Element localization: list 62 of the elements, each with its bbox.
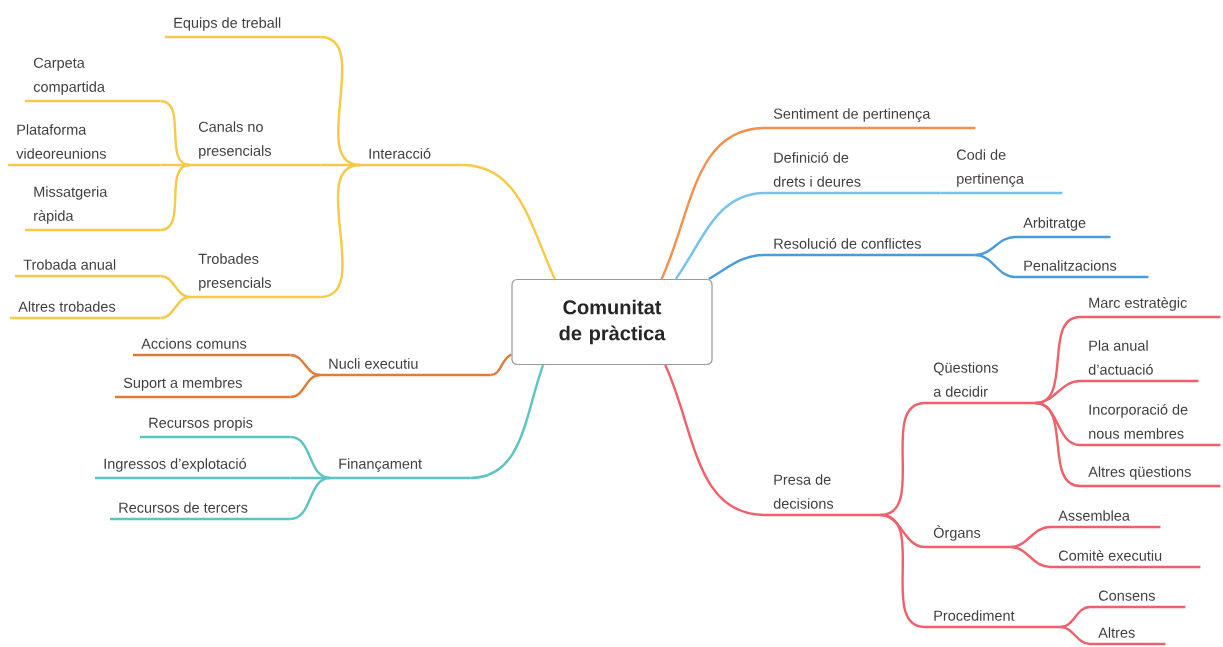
branch-label: Altres trobades: [10, 301, 161, 320]
branch-label: Qüestions a decidir: [925, 362, 1036, 405]
branch-label: Pla anual d’actuació: [1080, 340, 1199, 383]
branch-label: Arbitratge: [1015, 217, 1111, 239]
branch-label: Canals no presencials: [190, 121, 321, 167]
branch-label: Carpeta compartida: [25, 57, 161, 103]
branch-label: Definició de drets i deures: [765, 151, 941, 195]
branch-line: [1010, 525, 1051, 549]
branch-label: Procediment: [925, 610, 1061, 629]
branch-label: Equips de treball: [165, 17, 321, 39]
branch-label: Incorporació de nous membres: [1080, 403, 1221, 447]
branch-label: Sentiment de pertinença: [765, 108, 976, 130]
branch-line: [880, 513, 926, 629]
branch-line: [1060, 625, 1091, 646]
branch-label: Recursos propis: [140, 417, 291, 439]
central-topic-box: Comunitat de pràctica: [511, 278, 713, 366]
branch-line: [160, 163, 191, 232]
branch-line: [664, 364, 766, 517]
branch-label: Ingressos d’explotació: [95, 458, 291, 480]
branch-label: Codi de pertinença: [948, 149, 1063, 195]
branch-label: Altres: [1090, 627, 1166, 646]
branch-line: [1035, 401, 1081, 488]
branch-label: Òrgans: [925, 525, 1011, 549]
branch-label: Comitè executiu: [1050, 549, 1201, 569]
branch-label: Finançament: [330, 458, 471, 480]
branch-label: Accions comuns: [133, 338, 291, 357]
branch-line: [470, 364, 545, 480]
branch-label: Resolució de conflictes: [765, 237, 976, 257]
branch-line: [290, 435, 331, 480]
branch-label: Trobades presencials: [190, 253, 321, 299]
branch-label: Plataforma videoreunions: [8, 124, 161, 167]
branch-line: [1035, 379, 1081, 405]
branch-line: [290, 476, 331, 521]
branch-line: [940, 191, 948, 195]
branch-label: Altres qüestions: [1080, 466, 1221, 488]
branch-label: Missatgeria ràpida: [25, 186, 161, 232]
branch-label: Consens: [1090, 590, 1186, 609]
branch-line: [660, 126, 766, 280]
branch-line: [160, 99, 191, 167]
branch-line: [290, 353, 321, 377]
branch-line: [975, 253, 1016, 279]
branch-line: [290, 373, 321, 399]
branch-label: Trobada anual: [15, 259, 161, 278]
branch-line: [320, 163, 361, 299]
branch-line: [880, 401, 926, 517]
branch-label: Penalitzacions: [1015, 260, 1149, 279]
branch-label: Recursos de tercers: [110, 502, 291, 521]
branch-label: Presa de decisions: [765, 474, 881, 517]
branch-line: [462, 163, 556, 280]
branch-line: [975, 235, 1016, 257]
branch-line: [1010, 545, 1051, 569]
branch-label: Assemblea: [1050, 510, 1161, 529]
branch-line: [160, 274, 191, 299]
branch-label: Nucli executiu: [320, 358, 491, 377]
branch-line: [490, 353, 512, 377]
branch-label: Suport a membres: [115, 377, 291, 399]
branch-line: [674, 191, 766, 280]
branch-line: [1060, 605, 1091, 629]
branch-label: Marc estratègic: [1080, 297, 1221, 319]
branch-line: [160, 295, 191, 320]
branch-line: [708, 253, 766, 280]
branch-label: Interacció: [360, 147, 463, 167]
